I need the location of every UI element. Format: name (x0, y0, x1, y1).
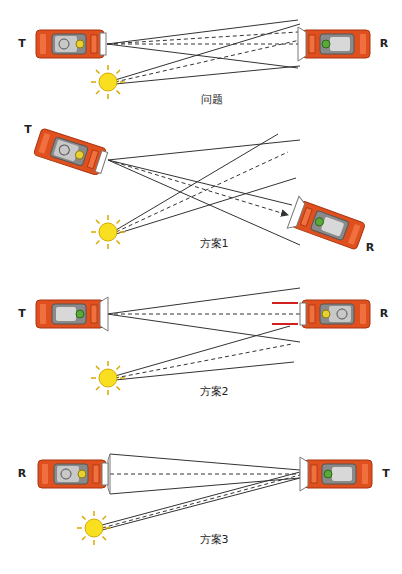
device-letter: R (380, 307, 388, 320)
device-letter: T (18, 307, 26, 320)
device-letter: R (366, 241, 374, 254)
device-letter: R (18, 467, 26, 480)
panel-caption: 方案3 (200, 533, 229, 546)
device-letter: T (382, 467, 390, 480)
panel-caption: 方案2 (200, 385, 229, 398)
panel-caption: 方案1 (200, 237, 229, 250)
device-letter: T (24, 123, 32, 136)
panel-caption: 问题 (201, 93, 223, 106)
device-letter: T (18, 37, 26, 50)
device-letter: R (380, 37, 388, 50)
